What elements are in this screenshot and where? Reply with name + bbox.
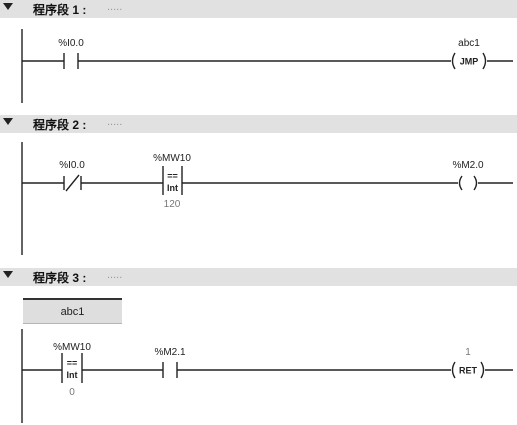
jump-label-text: abc1 <box>60 306 85 318</box>
caret-down-icon[interactable] <box>3 118 13 125</box>
jmp-coil[interactable] <box>451 52 487 70</box>
compare-instruction[interactable] <box>61 353 83 383</box>
jump-label-box[interactable]: abc1 <box>23 298 122 324</box>
nc-contact[interactable] <box>63 174 82 192</box>
caret-down-icon[interactable] <box>3 3 13 10</box>
contact-operand[interactable]: %I0.0 <box>59 160 85 171</box>
no-contact[interactable] <box>162 362 178 378</box>
jump-label-operand[interactable]: abc1 <box>458 38 480 49</box>
network-3-comment[interactable]: ..... <box>107 269 123 281</box>
no-contact[interactable] <box>63 53 79 69</box>
network-2-rungs <box>21 142 513 255</box>
ret-coil[interactable] <box>451 361 485 379</box>
return-value[interactable]: 1 <box>465 347 471 358</box>
caret-down-icon[interactable] <box>3 271 13 278</box>
contact-operand[interactable]: %M2.1 <box>154 347 186 358</box>
jmp-coil-text: JMP <box>460 57 479 67</box>
network-3-header[interactable]: 程序段 3 : ..... <box>0 268 517 286</box>
network-2-comment[interactable]: ..... <box>107 116 123 128</box>
network-1-rungs <box>21 29 513 103</box>
network-2-title: 程序段 2 : <box>33 118 87 132</box>
coil-operand[interactable]: %M2.0 <box>452 160 484 171</box>
compare-operator: == <box>167 171 178 181</box>
compare-instruction[interactable] <box>162 166 183 195</box>
compare-operand[interactable]: %MW10 <box>153 153 191 164</box>
network-2-header[interactable]: 程序段 2 : ..... <box>0 115 517 133</box>
network-3-rungs <box>21 329 513 423</box>
compare-value[interactable]: 0 <box>69 387 75 398</box>
output-coil[interactable] <box>458 175 478 191</box>
compare-type: Int <box>67 370 78 380</box>
network-1-title: 程序段 1 : <box>33 3 87 17</box>
compare-type: Int <box>167 183 178 193</box>
ret-coil-text: RET <box>459 366 478 376</box>
network-3-title: 程序段 3 : <box>33 271 87 285</box>
compare-value[interactable]: 120 <box>164 199 181 210</box>
network-1-comment[interactable]: ..... <box>107 1 123 13</box>
network-1-header[interactable]: 程序段 1 : ..... <box>0 0 517 18</box>
compare-operator: == <box>67 358 78 368</box>
compare-operand[interactable]: %MW10 <box>53 342 91 353</box>
contact-operand[interactable]: %I0.0 <box>58 38 84 49</box>
